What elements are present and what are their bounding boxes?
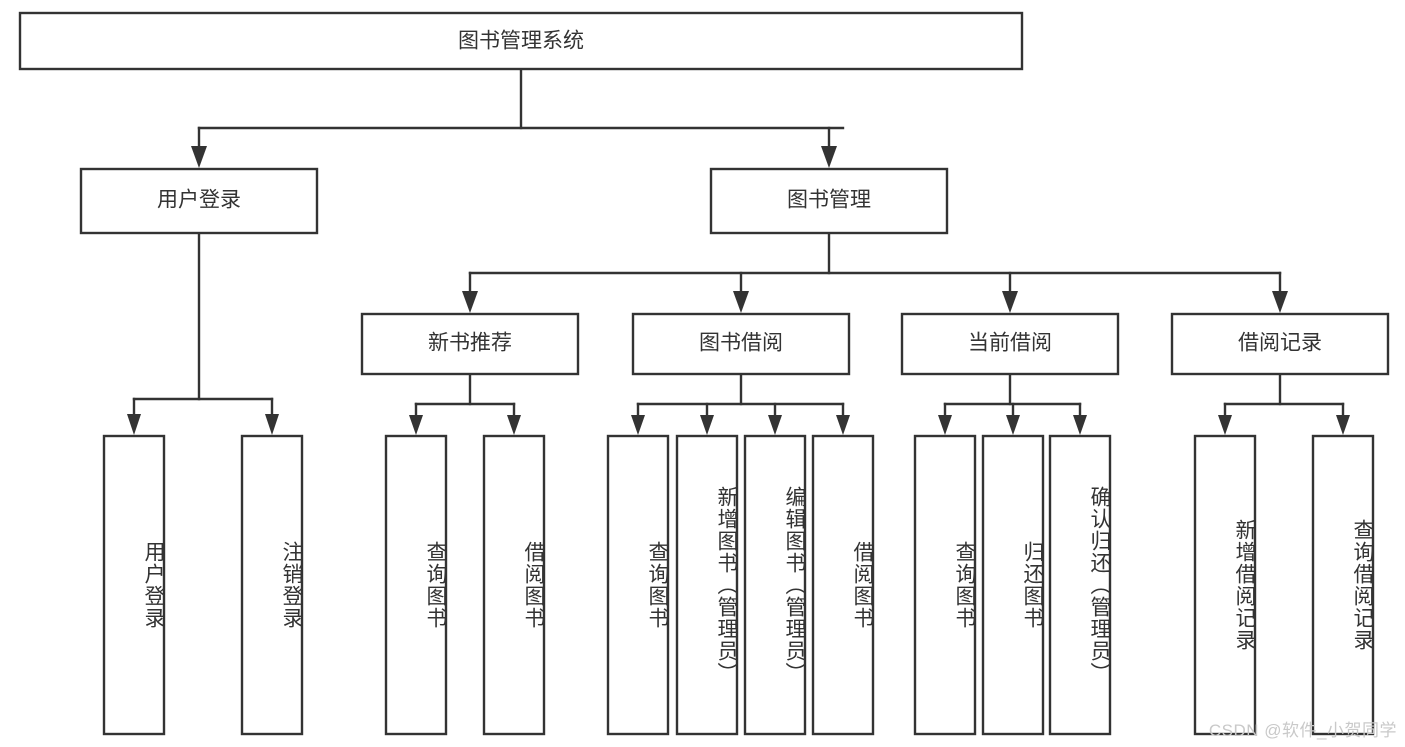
node-root[interactable]: 图书管理系统	[18, 11, 1024, 71]
arrow-bm-to-borrow	[733, 291, 749, 313]
new-book-rec-box[interactable]	[360, 312, 580, 376]
arrow-br-to-leaf1	[1218, 415, 1232, 435]
borrow-record-label: 借阅记录	[1238, 332, 1322, 355]
arrow-cb-to-leaf1	[938, 415, 952, 435]
user-login-box[interactable]	[79, 167, 319, 235]
node-borrow-record[interactable]: 借阅记录	[1170, 312, 1390, 376]
leaf-user-login-box[interactable]	[102, 434, 166, 736]
arrow-bm-to-newbook	[462, 291, 478, 313]
arrow-cb-to-leaf2	[1006, 415, 1020, 435]
arrow-br-to-leaf2	[1336, 415, 1350, 435]
new-book-rec-label: 新书推荐	[428, 332, 512, 355]
book-manage-label: 图书管理	[787, 189, 871, 212]
watermark-text: CSDN @软件_小贺同学	[1208, 721, 1397, 740]
current-borrow-box[interactable]	[900, 312, 1120, 376]
arrow-ul-to-leaf1	[127, 414, 141, 435]
arrow-bm-to-current	[1002, 291, 1018, 313]
borrow-record-box[interactable]	[1170, 312, 1390, 376]
arrow-root-to-user-login	[191, 146, 207, 168]
arrow-bb-to-leaf4	[836, 415, 850, 435]
root-box[interactable]	[18, 11, 1024, 71]
arrow-root-to-book-manage	[821, 146, 837, 168]
leaf-return-book-box[interactable]	[981, 434, 1045, 736]
arrow-bb-to-leaf2	[700, 415, 714, 435]
leaf-logout-login-box[interactable]	[240, 434, 304, 736]
leaf-query-book-c-box[interactable]	[913, 434, 977, 736]
arrow-nb-to-leaf1	[409, 415, 423, 435]
node-user-login[interactable]: 用户登录	[79, 167, 319, 235]
arrow-bb-to-leaf3	[768, 415, 782, 435]
leaf-add-record-box[interactable]	[1193, 434, 1257, 736]
arrow-bb-to-leaf1	[631, 415, 645, 435]
node-new-book-recommend[interactable]: 新书推荐	[360, 312, 580, 376]
leaf-borrow-book-b-box[interactable]	[811, 434, 875, 736]
node-book-manage[interactable]: 图书管理	[709, 167, 949, 235]
user-login-label: 用户登录	[157, 189, 241, 212]
book-manage-box[interactable]	[709, 167, 949, 235]
leaf-query-record-box[interactable]	[1311, 434, 1375, 736]
leaf-add-book-box[interactable]	[675, 434, 739, 736]
arrow-ul-to-leaf2	[265, 414, 279, 435]
root-label: 图书管理系统	[458, 30, 584, 53]
node-current-borrow[interactable]: 当前借阅	[900, 312, 1120, 376]
arrow-cb-to-leaf3	[1073, 415, 1087, 435]
leaf-query-book-a-box[interactable]	[384, 434, 448, 736]
leaf-box-layer	[102, 434, 1375, 736]
node-book-borrow[interactable]: 图书借阅	[631, 312, 851, 376]
leaf-edit-book-box[interactable]	[743, 434, 807, 736]
leaf-borrow-book-a-box[interactable]	[482, 434, 546, 736]
current-borrow-label: 当前借阅	[968, 332, 1052, 355]
connector-layer	[127, 67, 1350, 435]
book-borrow-label: 图书借阅	[699, 332, 783, 355]
leaf-confirm-return-box[interactable]	[1048, 434, 1112, 736]
book-borrow-box[interactable]	[631, 312, 851, 376]
leaf-query-book-b-box[interactable]	[606, 434, 670, 736]
arrow-bm-to-record	[1272, 291, 1288, 313]
arrow-nb-to-leaf2	[507, 415, 521, 435]
